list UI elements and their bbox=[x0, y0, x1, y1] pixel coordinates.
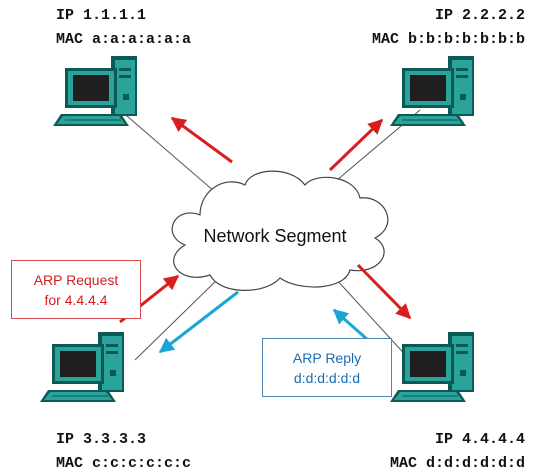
host-1-mac: MAC a:a:a:a:a:a bbox=[56, 31, 192, 48]
arp-reply-mac: d:d:d:d:d:d bbox=[293, 370, 361, 386]
arp-request-arrow-to-host4 bbox=[356, 263, 412, 320]
network-segment-label: Network Segment bbox=[203, 226, 347, 246]
link-top-left bbox=[119, 109, 223, 199]
host-2-ip: IP 2.2.2.2 bbox=[434, 7, 525, 24]
arp-request-target: for 4.4.4.4 bbox=[44, 292, 108, 308]
host-3-label: IP 3.3.3.3 MAC c:c:c:c:c:c bbox=[56, 428, 191, 476]
host-4-label: IP 4.4.4.4 MAC d:d:d:d:d:d bbox=[390, 428, 525, 476]
arp-reply-title: ARP Reply bbox=[292, 350, 362, 366]
arp-reply-callout: ARP Reply d:d:d:d:d:d bbox=[262, 338, 392, 397]
network-segment-cloud bbox=[171, 170, 389, 291]
arp-request-arrow-to-host2 bbox=[328, 118, 384, 172]
host-2-mac: MAC b:b:b:b:b:b:b bbox=[371, 31, 525, 48]
host-3-ip: IP 3.3.3.3 bbox=[56, 431, 147, 448]
computer-icon bbox=[39, 331, 125, 403]
arp-reply-arrow-to-host3 bbox=[158, 290, 239, 354]
host-1-ip: IP 1.1.1.1 bbox=[56, 7, 147, 24]
host-3-mac: MAC c:c:c:c:c:c bbox=[56, 455, 192, 472]
link-bottom-left bbox=[134, 274, 223, 361]
arp-request-arrow-to-host1 bbox=[170, 116, 233, 164]
computer-icon bbox=[389, 55, 475, 127]
computer-icon bbox=[52, 55, 138, 127]
link-bottom-right bbox=[334, 277, 411, 361]
arp-request-callout: ARP Request for 4.4.4.4 bbox=[11, 260, 141, 319]
host-2-label: IP 2.2.2.2 MAC b:b:b:b:b:b:b bbox=[372, 4, 525, 52]
computer-icon bbox=[389, 331, 475, 403]
host-4-ip: IP 4.4.4.4 bbox=[434, 431, 525, 448]
arp-request-title: ARP Request bbox=[33, 272, 119, 288]
host-1-label: IP 1.1.1.1 MAC a:a:a:a:a:a bbox=[56, 4, 191, 52]
host-4-mac: MAC d:d:d:d:d:d bbox=[389, 455, 525, 472]
